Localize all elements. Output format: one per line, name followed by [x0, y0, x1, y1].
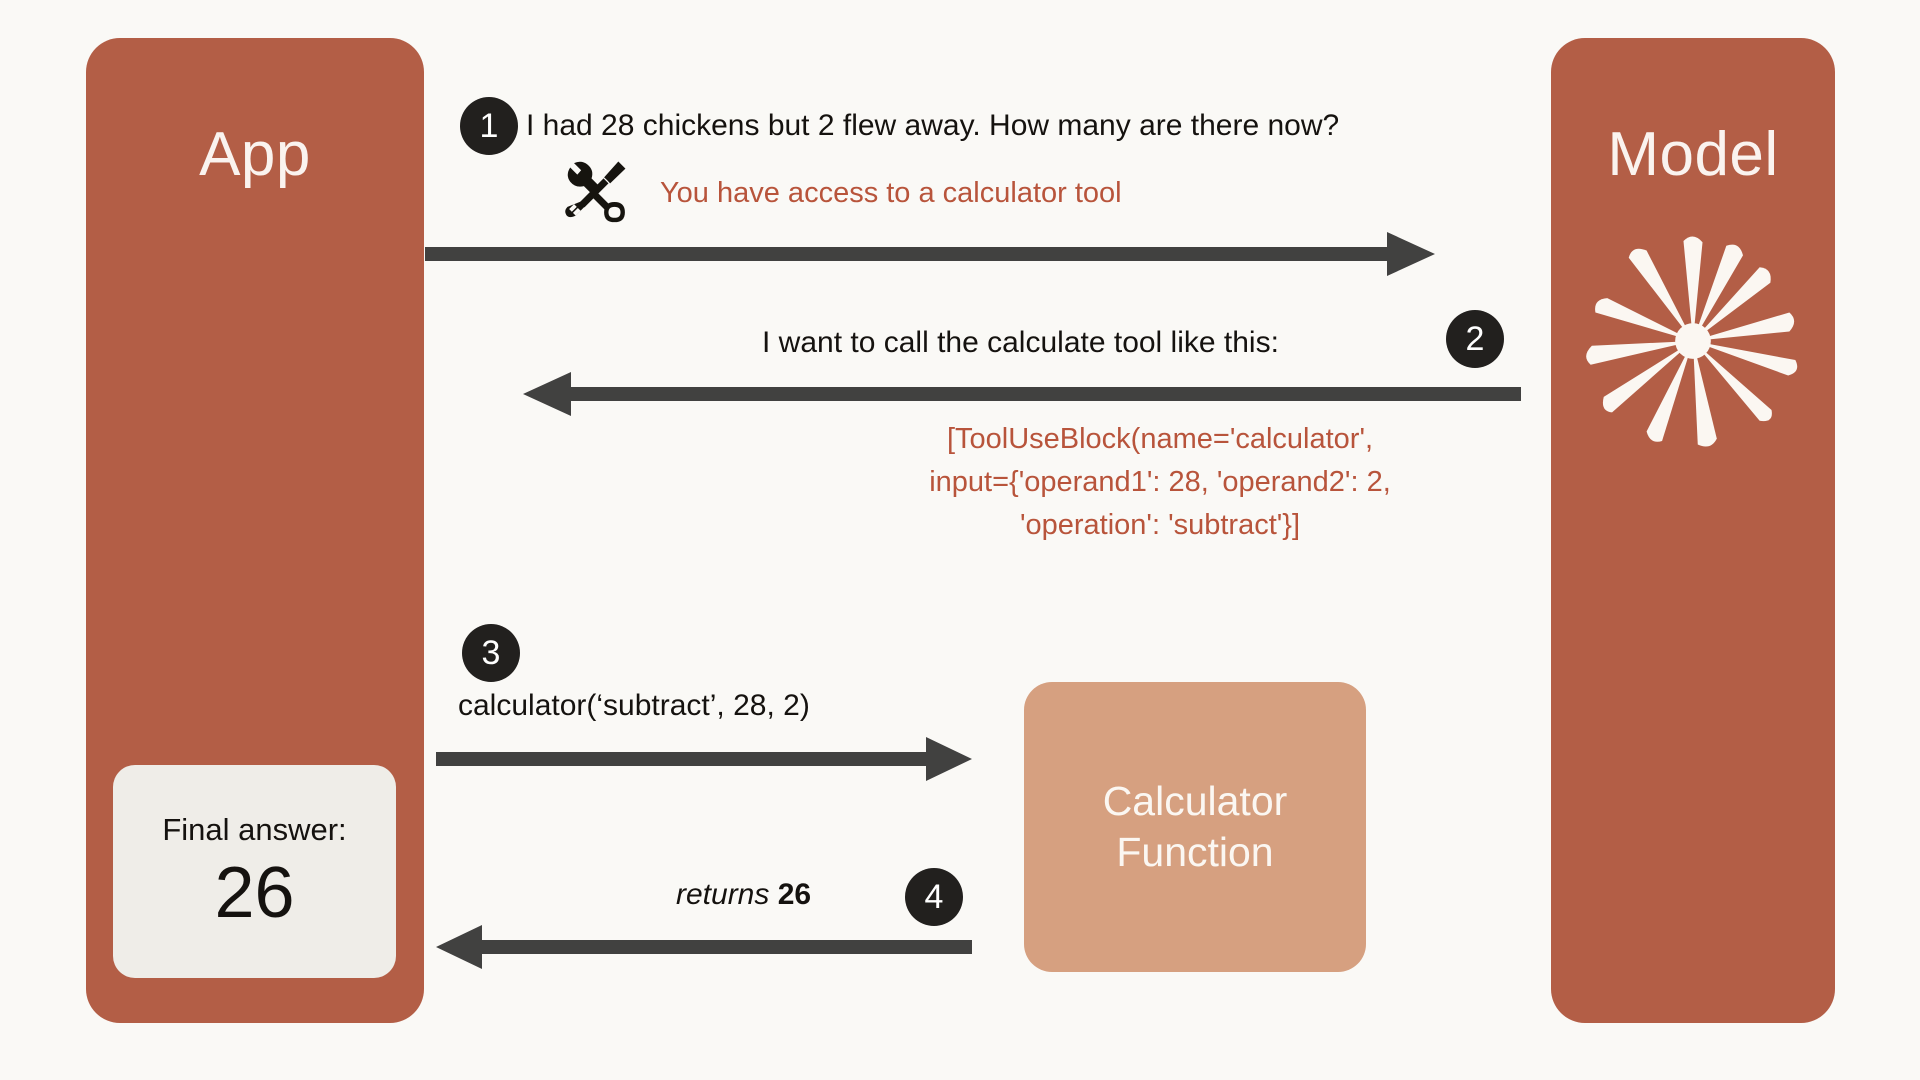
final-answer-label: Final answer: — [162, 812, 347, 847]
step-badge-4: 4 — [905, 868, 963, 926]
arrow-app-to-calculator — [436, 737, 972, 781]
app-panel-title: App — [199, 120, 311, 189]
model-panel: Model — [1551, 38, 1835, 1023]
step-1-tool-note: You have access to a calculator tool — [660, 177, 1122, 209]
anthropic-starburst-icon — [1586, 236, 1798, 447]
arrow-calculator-to-app — [436, 925, 972, 969]
arrow-model-to-app — [523, 372, 1521, 416]
model-panel-title: Model — [1607, 120, 1779, 189]
step-badge-2: 2 — [1446, 310, 1504, 368]
calculator-function-box: Calculator Function — [1024, 682, 1366, 972]
final-answer-value: 26 — [214, 853, 295, 933]
tools-icon — [565, 161, 626, 223]
tool-use-block-code: [ToolUseBlock(name='calculator', input={… — [929, 423, 1391, 541]
step-1-message: I had 28 chickens but 2 flew away. How m… — [526, 109, 1340, 142]
arrow-app-to-model — [425, 232, 1435, 276]
step-2-message: I want to call the calculate tool like t… — [762, 326, 1279, 359]
step-4-message: returns 26 — [676, 878, 811, 912]
step-4-returns-value: 26 — [777, 878, 812, 911]
step-badge-1: 1 — [460, 97, 518, 155]
step-badge-3: 3 — [462, 624, 520, 682]
calculator-box-line1: Calculator — [1102, 777, 1288, 824]
calculator-box-line2: Function — [1116, 829, 1274, 875]
step-4-returns-word: returns — [676, 878, 770, 911]
final-answer-card: Final answer: 26 — [113, 765, 396, 978]
calculator-box-label: Calculator Function — [1103, 776, 1288, 879]
step-3-message: calculator(‘subtract’, 28, 2) — [458, 689, 810, 722]
